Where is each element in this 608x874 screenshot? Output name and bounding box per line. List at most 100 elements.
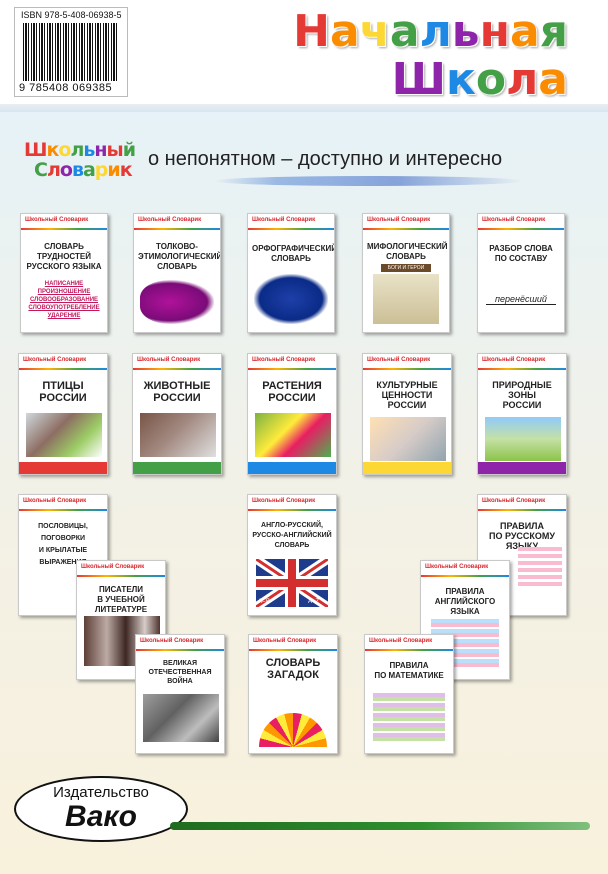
book-stripe bbox=[478, 368, 566, 370]
book-title: ВЕЛИКАЯ ОТЕЧЕСТВЕННАЯ ВОЙНА bbox=[148, 660, 212, 685]
book-cover: Школьный Словарик ОРФОГРАФИЧЕСКИЙ СЛОВАР… bbox=[247, 213, 335, 333]
title-letter: л bbox=[70, 139, 84, 161]
book-cover: Школьный Словарик ПРИРОДНЫЕ ЗОНЫ РОССИИ bbox=[477, 353, 567, 475]
book-title: ПРАВИЛА ПО РУССКОМУ ЯЗЫКУ bbox=[488, 521, 556, 551]
book-color-band bbox=[19, 462, 107, 474]
title-letter: и bbox=[107, 159, 120, 181]
book-title: АНГЛО-РУССКИЙ, РУССКО-АНГЛИЙСКИЙ СЛОВАРЬ bbox=[252, 522, 332, 549]
book-title: ТОЛКОВО- ЭТИМОЛОГИЧЕСКИЙ СЛОВАРЬ bbox=[138, 242, 221, 271]
title-letter: я bbox=[539, 6, 568, 57]
title-letter: а bbox=[82, 159, 96, 181]
book-photo bbox=[369, 416, 447, 462]
book-series-mark: Школьный Словарик bbox=[253, 638, 317, 644]
title-letter: а bbox=[538, 54, 568, 105]
title-letter: к bbox=[119, 159, 133, 181]
book-stripe bbox=[363, 228, 449, 230]
title-letter: Ш bbox=[391, 54, 446, 105]
title-letter: ч bbox=[359, 6, 390, 57]
book-series-mark: Школьный Словарик bbox=[482, 217, 546, 223]
uk-flag-image bbox=[256, 559, 328, 607]
barcode: ISBN 978-5-408-06938-5 9 785408 069385 bbox=[14, 7, 128, 97]
book-series-mark: Школьный Словарик bbox=[140, 638, 204, 644]
book-series-mark: Школьный Словарик bbox=[252, 498, 316, 504]
book-art bbox=[140, 280, 214, 324]
title-letter: С bbox=[34, 159, 48, 181]
book-color-band bbox=[248, 462, 336, 474]
book-title: ПОСЛОВИЦЫ, ПОГОВОРКИ И КРЫЛАТЫЕ ВЫРАЖЕНИ… bbox=[38, 523, 88, 566]
book-series-mark: Школьный Словарик bbox=[81, 564, 145, 570]
title-letter: ь bbox=[83, 139, 95, 161]
book-parachute bbox=[259, 713, 327, 747]
book-series-mark: Школьный Словарик bbox=[23, 498, 87, 504]
book-title: РАЗБОР СЛОВА ПО СОСТАВУ bbox=[489, 244, 553, 263]
book-cover: Школьный Словарик МИФОЛОГИЧЕСКИЙ СЛОВАРЬ… bbox=[362, 213, 450, 333]
book-series-mark: Школьный Словарик bbox=[367, 357, 431, 363]
tagline: о непонятном – доступно и интересно bbox=[148, 148, 503, 170]
book-cover: Школьный Словарик СЛОВАРЬ ТРУДНОСТЕЙ РУС… bbox=[20, 213, 108, 333]
alphabet-en: А–Z bbox=[308, 599, 320, 605]
series-title: Начальная Школа bbox=[268, 8, 568, 104]
book-cover: Школьный Словарик ТОЛКОВО- ЭТИМОЛОГИЧЕСК… bbox=[133, 213, 221, 333]
book-subtitle: НАПИСАНИЕ ПРОИЗНОШЕНИЕ СЛОВООБРАЗОВАНИЕ … bbox=[28, 281, 100, 319]
book-title: ПРАВИЛА АНГЛИЙСКОГО ЯЗЫКА bbox=[434, 587, 496, 616]
book-stripe bbox=[248, 368, 336, 370]
book-stripe bbox=[365, 649, 453, 651]
book-color-band bbox=[133, 462, 221, 474]
publisher-underline bbox=[170, 822, 590, 830]
book-stripe bbox=[77, 575, 165, 577]
book-cover: Школьный Словарик ЖИВОТНЫЕ РОССИИ bbox=[132, 353, 222, 475]
title-letter: н bbox=[94, 139, 107, 161]
book-stripe bbox=[249, 649, 337, 651]
series-logo: Школьный Словарик bbox=[24, 140, 136, 184]
book-stripe bbox=[133, 368, 221, 370]
book-art-temple bbox=[373, 274, 439, 324]
publisher-label: Издательство bbox=[53, 784, 149, 801]
isbn-text: ISBN 978-5-408-06938-5 bbox=[21, 10, 122, 20]
book-stripe bbox=[136, 649, 224, 651]
title-letter: л bbox=[46, 159, 61, 181]
book-banner: БОГИ И ГЕРОИ bbox=[381, 264, 431, 272]
book-title: РАСТЕНИЯ РОССИИ bbox=[262, 380, 322, 404]
book-color-band bbox=[478, 462, 566, 474]
title-letter: ь bbox=[451, 6, 480, 57]
book-stripe bbox=[19, 368, 107, 370]
book-title: ПТИЦЫ РОССИИ bbox=[39, 380, 87, 404]
book-cover: Школьный Словарик ВЕЛИКАЯ ОТЕЧЕСТВЕННАЯ … bbox=[135, 634, 225, 754]
book-photo bbox=[484, 416, 562, 462]
title-letter: Н bbox=[293, 6, 330, 57]
series-title-line-2: Школа bbox=[268, 56, 568, 104]
book-cover: Школьный Словарик ПИСАТЕЛИ В УЧЕБНОЙ ЛИТ… bbox=[76, 560, 166, 680]
book-photo bbox=[25, 412, 103, 458]
book-stripe bbox=[19, 509, 107, 511]
title-letter: а bbox=[329, 6, 360, 57]
book-title: СЛОВАРЬ ЗАГАДОК bbox=[265, 657, 321, 681]
book-cover: Школьный Словарик ПТИЦЫ РОССИИ bbox=[18, 353, 108, 475]
barcode-bars bbox=[23, 23, 119, 81]
book-table bbox=[518, 547, 562, 587]
book-stripe bbox=[478, 228, 564, 230]
book-cover: Школьный Словарик АНГЛО-РУССКИЙ, РУССКО-… bbox=[247, 494, 337, 616]
book-stripe bbox=[248, 509, 336, 511]
book-series-mark: Школьный Словарик bbox=[367, 217, 431, 223]
book-art bbox=[254, 274, 328, 324]
book-series-mark: Школьный Словарик bbox=[138, 217, 202, 223]
book-title: ЖИВОТНЫЕ РОССИИ bbox=[143, 380, 211, 404]
series-title-line-1: Начальная bbox=[268, 8, 568, 56]
book-title: СЛОВАРЬ ТРУДНОСТЕЙ РУССКОГО ЯЗЫКА bbox=[26, 242, 102, 271]
book-cover: Школьный Словарик СЛОВАРЬ ЗАГАДОК bbox=[248, 634, 338, 754]
title-letter: а bbox=[510, 6, 540, 57]
book-stripe bbox=[134, 228, 220, 230]
book-title: ПРАВИЛА ПО МАТЕМАТИКЕ bbox=[374, 661, 444, 680]
book-stripe bbox=[248, 228, 334, 230]
book-series-mark: Школьный Словарик bbox=[369, 638, 433, 644]
title-letter: й bbox=[122, 139, 136, 161]
book-title: ОРФОГРАФИЧЕСКИЙ СЛОВАРЬ bbox=[252, 244, 335, 263]
title-letter: к bbox=[46, 139, 59, 161]
publisher-name: Вако bbox=[65, 800, 137, 833]
book-series-mark: Школьный Словарик bbox=[252, 357, 316, 363]
title-letter: ы bbox=[106, 139, 124, 161]
book-series-mark: Школьный Словарик bbox=[23, 357, 87, 363]
book-table bbox=[373, 693, 445, 743]
book-cover: Школьный Словарик ПРАВИЛА ПО МАТЕМАТИКЕ bbox=[364, 634, 454, 754]
tagline-underline bbox=[214, 176, 524, 186]
